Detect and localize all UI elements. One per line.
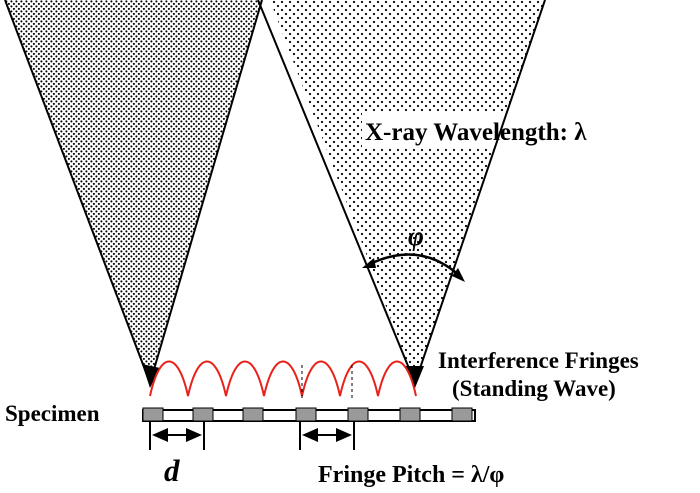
wavelength-label: X-ray Wavelength: λ	[365, 119, 587, 146]
beam-b-left-edge	[257, 0, 416, 384]
beam-a-right-edge	[149, 0, 263, 384]
angle-arc-arrow-right	[452, 268, 465, 282]
pitch-arrow-left	[302, 428, 318, 442]
specimen-pad	[399, 407, 421, 422]
specimen-pads	[142, 407, 473, 422]
specimen-pad	[142, 407, 164, 422]
specimen-pad	[295, 407, 317, 422]
beam-a-left-edge	[4, 0, 151, 384]
incident-beam-a	[5, 0, 262, 383]
fringes-label-line1: Interference Fringes	[438, 348, 639, 373]
fringes-label-line2: (Standing Wave)	[452, 376, 616, 401]
specimen-pad	[242, 407, 264, 422]
incident-beam-b	[270, 0, 545, 383]
angle-arc-arrow-left	[362, 258, 376, 268]
beam-arrowheads	[142, 364, 424, 388]
period-label: d	[164, 453, 180, 488]
angle-label: φ	[408, 221, 424, 251]
angle-arc	[365, 253, 463, 279]
wavelength-label-backing	[362, 113, 644, 147]
fringe-pitch-label: Fringe Pitch = λ/φ	[318, 462, 504, 488]
beam-a-arrowhead	[142, 364, 160, 388]
pitch-arrow-right	[336, 428, 352, 442]
period-arrow-left	[152, 428, 168, 442]
standing-wave	[149, 360, 417, 397]
specimen-label: Specimen	[5, 401, 100, 426]
specimen-pad	[451, 407, 473, 422]
specimen-pad	[192, 407, 214, 422]
period-arrow-right	[186, 428, 202, 442]
beam-b-right-edge	[414, 0, 546, 384]
beam-edges	[4, 0, 546, 384]
beam-b-arrowhead	[405, 366, 424, 388]
specimen-pad	[347, 407, 369, 422]
